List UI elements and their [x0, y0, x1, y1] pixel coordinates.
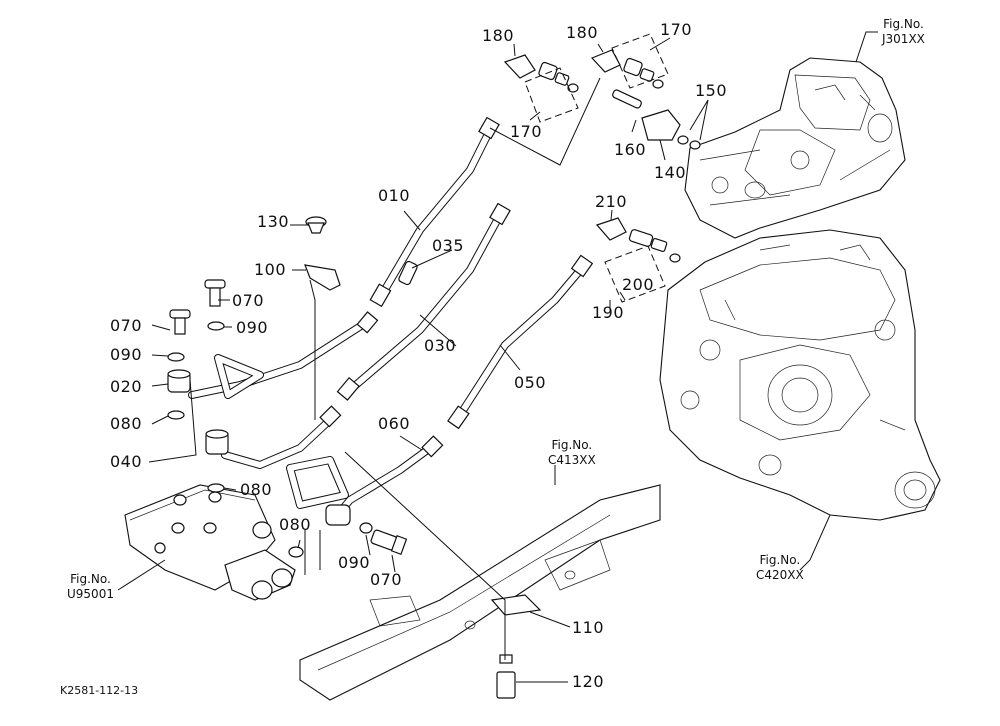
clip-100: [304, 264, 341, 291]
label-100: 100: [254, 260, 287, 279]
label-090-top: 090: [236, 318, 269, 337]
part-060-joint: [325, 504, 351, 526]
label-060: 060: [378, 414, 411, 433]
part-020: [167, 369, 191, 393]
label-190: 190: [592, 303, 625, 322]
label-150: 150: [695, 81, 728, 100]
frame-c413: [299, 484, 661, 701]
label-070-left: 070: [110, 316, 143, 335]
label-080-left: 080: [110, 414, 143, 433]
label-080-mid: 080: [240, 480, 273, 499]
pipe-010: [188, 126, 494, 399]
label-080-low: 080: [279, 515, 312, 534]
label-140: 140: [654, 163, 687, 182]
pipe-060: [286, 444, 434, 516]
label-210: 210: [595, 192, 628, 211]
label-030: 030: [424, 336, 457, 355]
pipe-050: [456, 264, 586, 419]
label-170-top: 170: [660, 20, 693, 39]
fig-ref-c420-line1: Fig.No.: [759, 553, 801, 567]
pipe-fittings: [319, 116, 594, 458]
label-010: 010: [378, 186, 411, 205]
label-090-left: 090: [110, 345, 143, 364]
fig-ref-c420-line2: C420XX: [756, 568, 804, 582]
housing-j301: [684, 57, 906, 239]
fig-ref-j301-line2: J301XX: [882, 32, 925, 46]
label-070-top: 070: [232, 291, 265, 310]
fig-ref-u950-line1: Fig.No.: [70, 572, 111, 586]
fig-ref-j301: Fig.No. J301XX: [882, 17, 925, 47]
label-035: 035: [432, 236, 465, 255]
pipe-030: [221, 211, 504, 469]
drawing-code: K2581-112-13: [60, 684, 139, 697]
bolt-070-c: [370, 529, 408, 555]
fig-ref-u950: Fig.No. U95001: [67, 572, 114, 602]
fittings-170-180: [503, 49, 664, 93]
label-110: 110: [572, 618, 605, 637]
label-070-low: 070: [370, 570, 403, 589]
leader-lines: [117, 31, 878, 683]
bolt-070-b: [204, 279, 226, 307]
label-170-bottom: 170: [510, 122, 543, 141]
label-040: 040: [110, 452, 143, 471]
bolt-120: [496, 654, 516, 699]
label-200: 200: [622, 275, 655, 294]
fig-ref-c413-line2: C413XX: [548, 453, 596, 467]
label-180-right: 180: [566, 23, 599, 42]
fig-ref-c413-line1: Fig.No.: [551, 438, 593, 452]
label-090-low: 090: [338, 553, 371, 572]
part-140-160: [612, 89, 701, 150]
bolt-070-a: [169, 309, 191, 335]
fig-ref-c413: Fig.No. C413XX: [548, 438, 596, 468]
group-frames: [524, 33, 669, 303]
fig-ref-u950-line2: U95001: [67, 587, 114, 601]
label-130: 130: [257, 212, 290, 231]
plate-110: [490, 594, 542, 616]
fig-ref-j301-line1: Fig.No.: [883, 17, 924, 31]
part-130: [305, 216, 327, 234]
part-040: [205, 429, 229, 455]
control-valve-u95001: [124, 484, 296, 601]
label-050: 050: [514, 373, 547, 392]
label-160: 160: [614, 140, 647, 159]
label-180-left: 180: [482, 26, 515, 45]
fittings-190-210: [595, 217, 681, 263]
fig-ref-c420: Fig.No. C420XX: [756, 553, 804, 583]
seal-rings: [167, 321, 373, 558]
label-120: 120: [572, 672, 605, 691]
label-020: 020: [110, 377, 143, 396]
housing-c420: [659, 229, 941, 521]
